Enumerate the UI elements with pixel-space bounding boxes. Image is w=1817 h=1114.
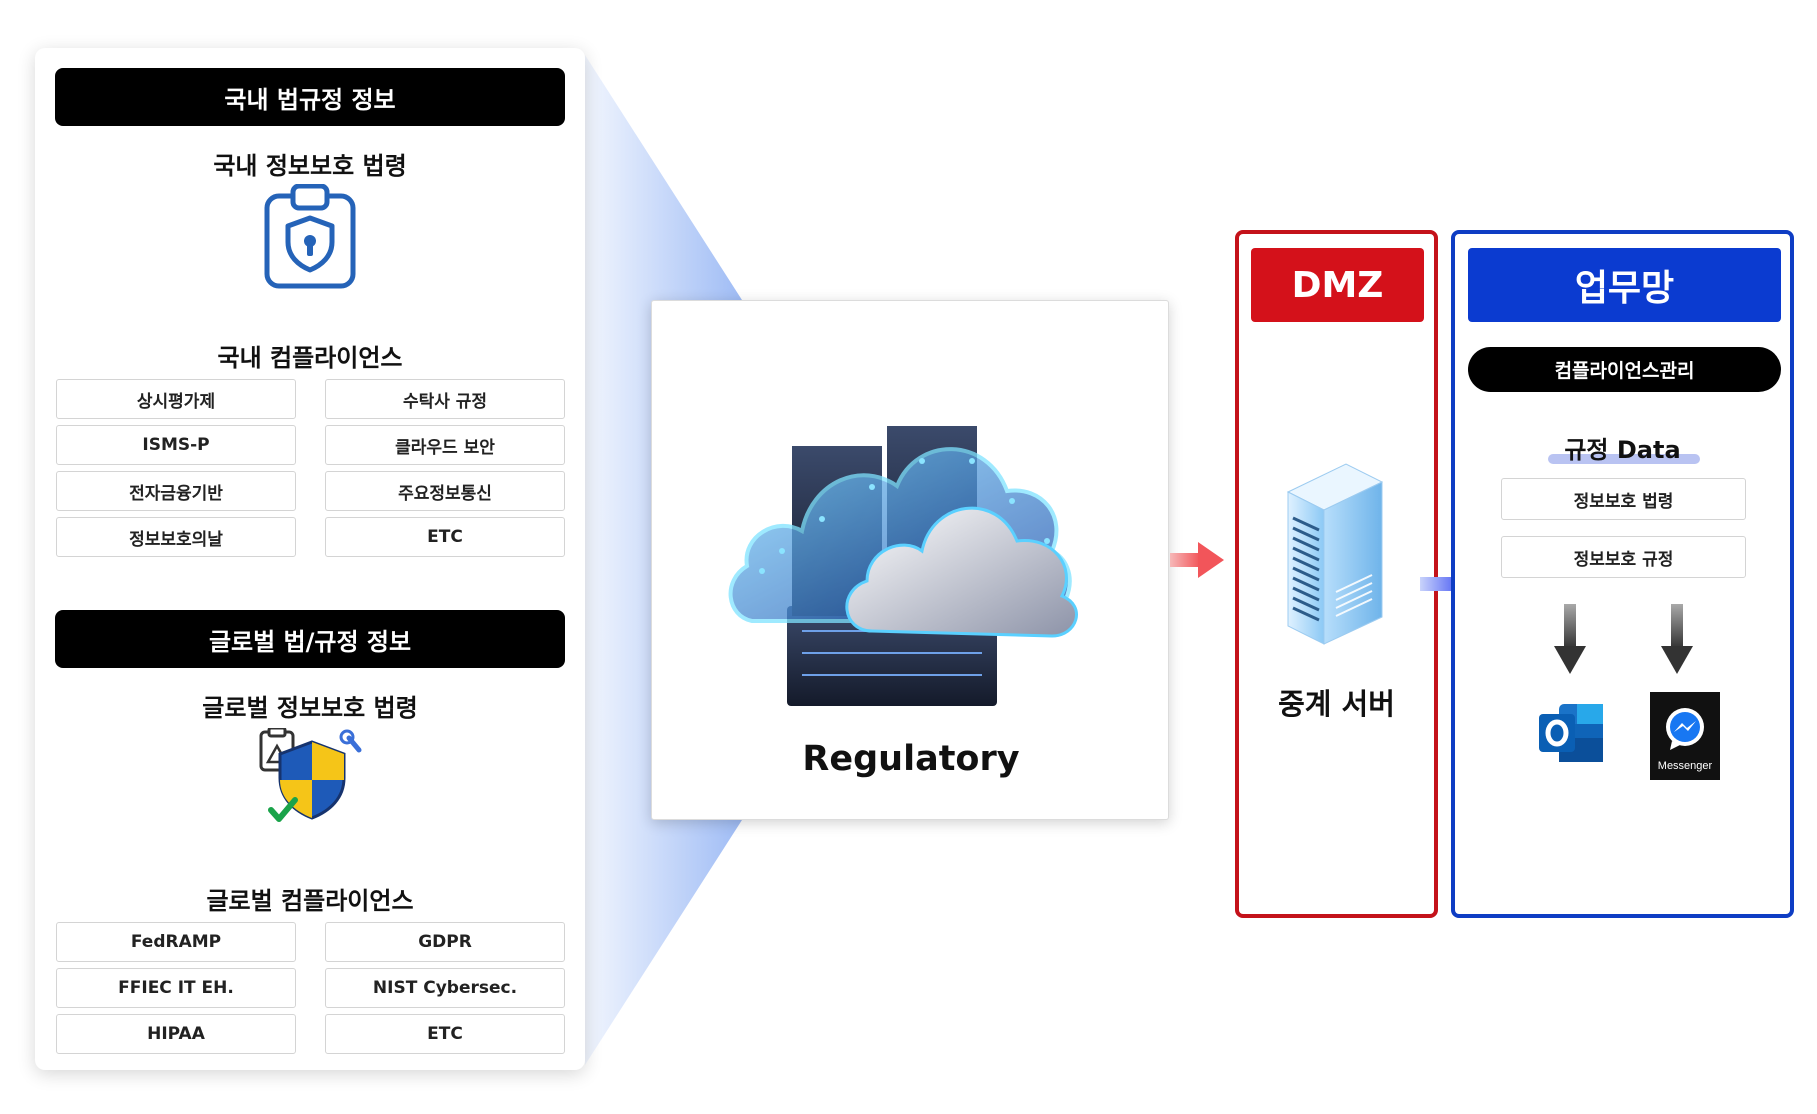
regulatory-cloud-card: Regulatory [651, 300, 1169, 820]
global-compliance-item: ETC [325, 1014, 565, 1054]
messenger-app-label: Messenger [1658, 760, 1713, 772]
regulatory-label: Regulatory [802, 739, 1020, 779]
relay-server-label: 중계 서버 [1278, 687, 1395, 721]
cloud-server-icon [728, 426, 1078, 706]
rule-data-item: 정보보호 법령 [1501, 478, 1746, 520]
work-network-zone: 업무망 컴플라이언스관리 규정 Data 정보보호 법령 정보보호 규정 [1451, 230, 1794, 918]
domestic-compliance-item: 수탁사 규정 [325, 379, 565, 419]
domestic-regulation-header: 국내 법규정 정보 [55, 68, 565, 126]
domestic-compliance-item: 주요정보통신 [325, 471, 565, 511]
dmz-header: DMZ [1251, 248, 1424, 322]
domestic-compliance-title: 국내 컴플라이언스 [217, 344, 403, 372]
global-regulation-header: 글로벌 법/규정 정보 [55, 610, 565, 668]
domestic-compliance-item: ETC [325, 517, 565, 557]
domestic-compliance-item: ISMS-P [56, 425, 296, 465]
dmz-zone: DMZ 중계 서버 [1235, 230, 1438, 918]
rule-data-item: 정보보호 규정 [1501, 536, 1746, 578]
outlook-icon [1539, 704, 1603, 762]
rule-data-highlight [1548, 454, 1700, 464]
global-compliance-item: FFIEC IT EH. [56, 968, 296, 1008]
arrow-down-icon [1661, 604, 1693, 674]
compliance-management-label: 컴플라이언스관리 [1468, 347, 1781, 392]
regulation-info-panel: 국내 법규정 정보 국내 정보보호 법령 국내 컴플라이언스 상시평가제 수탁사… [35, 48, 585, 1070]
domestic-compliance-item: 정보보호의날 [56, 517, 296, 557]
relay-server-icon [1286, 463, 1384, 645]
rule-data-label: 규정 Data [1564, 436, 1681, 464]
domestic-compliance-item: 상시평가제 [56, 379, 296, 419]
global-compliance-item: FedRAMP [56, 922, 296, 962]
arrow-right-icon [1170, 542, 1224, 578]
global-compliance-title: 글로벌 컴플라이언스 [206, 887, 414, 915]
global-compliance-item: NIST Cybersec. [325, 968, 565, 1008]
global-shield-icon [259, 728, 362, 822]
global-compliance-item: HIPAA [56, 1014, 296, 1054]
arrow-down-icon [1554, 604, 1586, 674]
domestic-compliance-item: 클라우드 보안 [325, 425, 565, 465]
messenger-icon: Messenger [1650, 692, 1720, 780]
domestic-law-title: 국내 정보보호 법령 [213, 152, 407, 180]
work-network-header: 업무망 [1468, 248, 1781, 322]
global-law-title: 글로벌 정보보호 법령 [202, 694, 418, 722]
clipboard-lock-icon [264, 184, 356, 289]
global-compliance-item: GDPR [325, 922, 565, 962]
rule-data-title: 규정 Data [1455, 430, 1790, 470]
domestic-compliance-item: 전자금융기반 [56, 471, 296, 511]
